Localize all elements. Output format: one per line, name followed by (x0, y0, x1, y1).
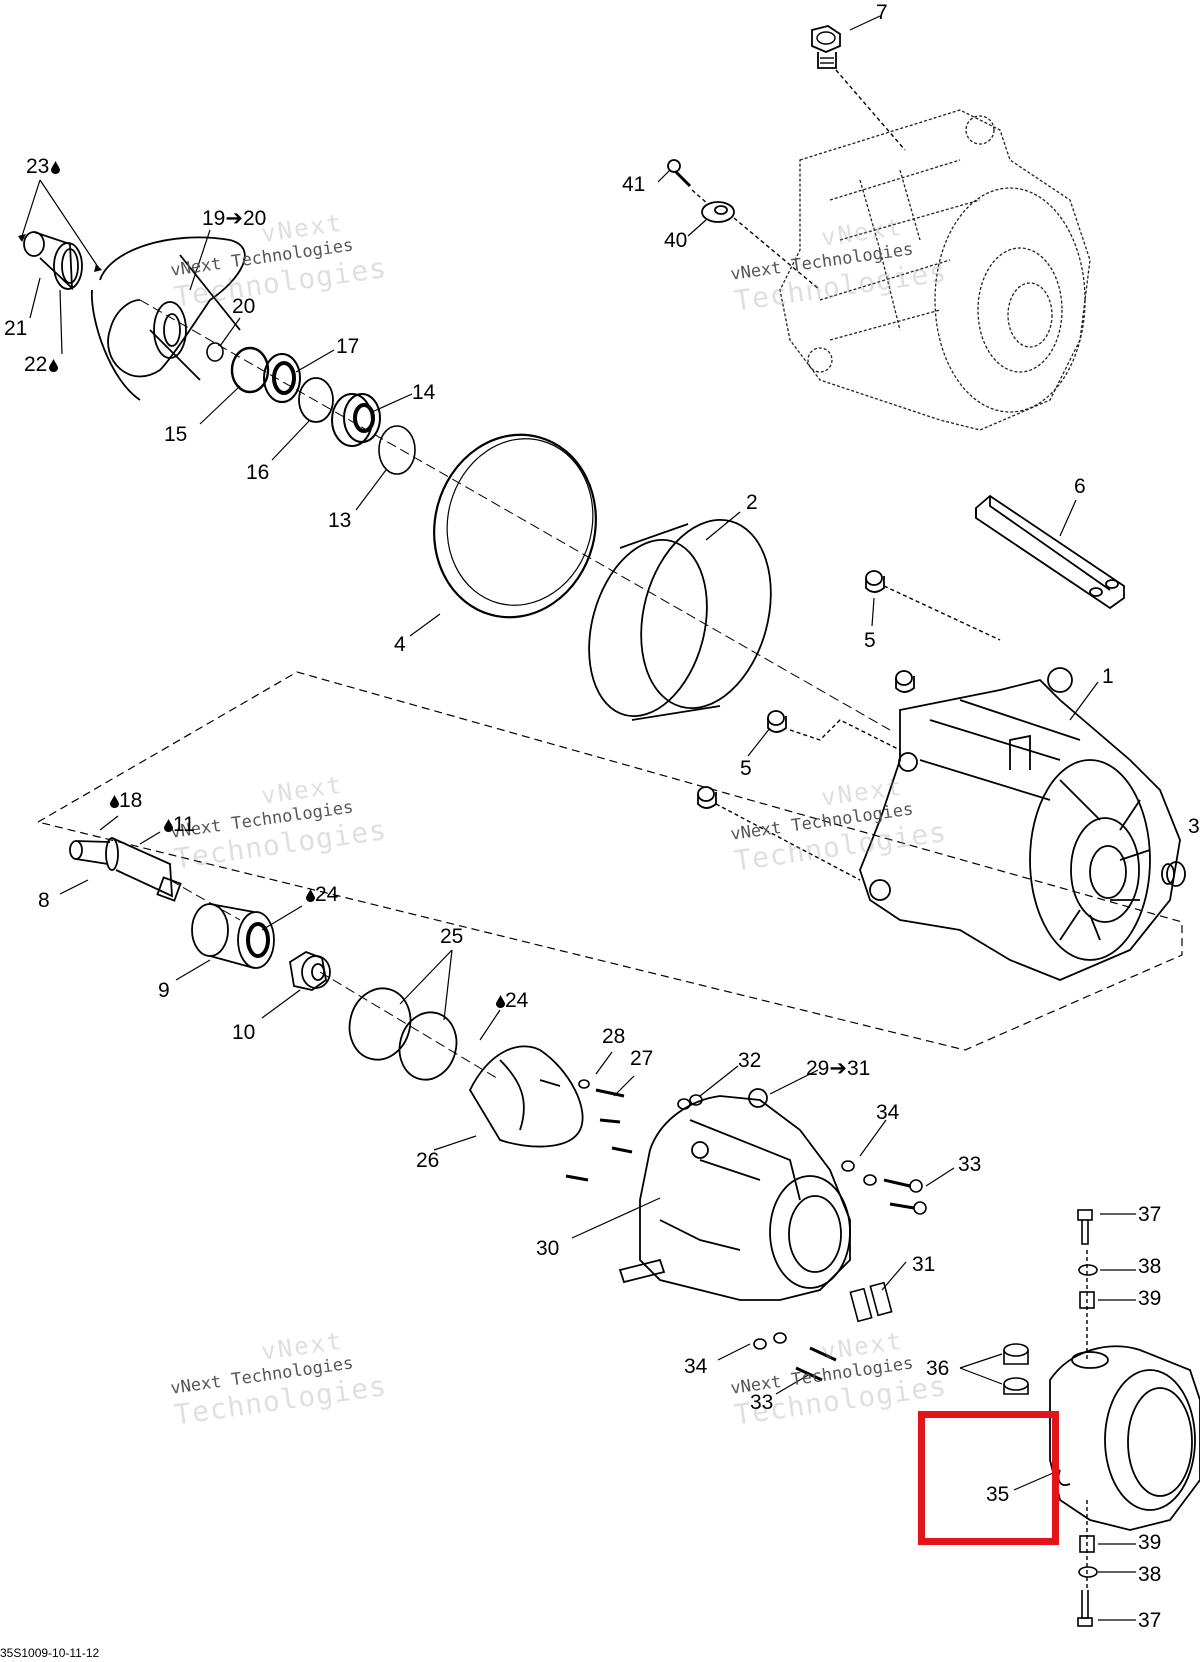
part-20-washer (206, 342, 224, 362)
part-7-plug (811, 25, 841, 69)
part-label-16[interactable]: 16 (246, 461, 270, 484)
part-40-grommet (701, 201, 735, 223)
part-13-o-ring (378, 425, 416, 475)
part-label-39b[interactable]: 39 (1138, 1531, 1162, 1554)
part-label-22[interactable]: 22 (24, 354, 59, 375)
part-label-3[interactable]: 3 (1188, 815, 1200, 838)
part-label-4[interactable]: 4 (394, 633, 406, 656)
part-label-9[interactable]: 9 (158, 979, 170, 1002)
part-14-bearing (331, 393, 381, 447)
part-label-25[interactable]: 25 (440, 925, 464, 948)
part-9-bearing (191, 903, 275, 969)
part-1-pump-housing (859, 667, 1181, 981)
part-label-1[interactable]: 1 (1102, 665, 1114, 688)
part-36-bushings (1003, 1343, 1029, 1395)
part-label-37a[interactable]: 37 (1138, 1203, 1162, 1226)
part-label-28[interactable]: 28 (602, 1025, 626, 1048)
part-5-bushing-d (697, 786, 717, 809)
part-30-venturi (618, 1088, 851, 1301)
part-19-impeller (91, 236, 246, 401)
part-label-35[interactable]: 35 (986, 1483, 1010, 1506)
part-label-2[interactable]: 2 (746, 491, 758, 514)
part-33-34-bolts-upper (841, 1160, 927, 1215)
part-label-15[interactable]: 15 (164, 423, 188, 446)
part-label-18[interactable]: 18 (108, 790, 142, 811)
oil-drop-icon (496, 995, 505, 1008)
part-15-circlip (230, 346, 270, 394)
part-5-bushing-b (895, 670, 915, 693)
part-3-plug (1161, 861, 1186, 887)
part-4-ring (433, 433, 597, 619)
part-label-33b[interactable]: 33 (750, 1391, 774, 1414)
part-label-20[interactable]: 20 (232, 295, 256, 318)
part-label-37b[interactable]: 37 (1138, 1609, 1162, 1632)
part-label-38a[interactable]: 38 (1138, 1255, 1162, 1278)
part-33-34-bolts-lower (753, 1332, 837, 1382)
part-31-pins (849, 1281, 893, 1323)
part-21-impeller-sleeve (23, 231, 83, 291)
part-2-wear-ring (588, 518, 772, 721)
part-17-seal (263, 353, 301, 403)
oil-drop-icon (110, 795, 119, 808)
engine-housing (779, 109, 1091, 431)
part-label-6[interactable]: 6 (1074, 475, 1086, 498)
part-label-24b[interactable]: 24 (494, 990, 528, 1011)
oil-drop-icon (51, 161, 61, 174)
part-27-28-screws (565, 1079, 633, 1182)
part-label-8[interactable]: 8 (38, 889, 50, 912)
part-label-38b[interactable]: 38 (1138, 1563, 1162, 1586)
part-label-36[interactable]: 36 (926, 1357, 950, 1380)
part-5-bushing-a (865, 570, 885, 593)
part-label-21[interactable]: 21 (4, 317, 28, 340)
part-label-5a[interactable]: 5 (864, 629, 876, 652)
part-label-13[interactable]: 13 (328, 509, 352, 532)
oil-drop-icon (164, 819, 173, 832)
leader-lines (21, 15, 1136, 1621)
part-5-bushing-c (767, 710, 787, 733)
highlight-box (918, 1411, 1059, 1545)
part-32-o-rings (677, 1094, 703, 1110)
part-label-29-31[interactable]: 29➔31 (806, 1057, 871, 1080)
part-label-31[interactable]: 31 (912, 1253, 936, 1276)
part-label-30[interactable]: 30 (536, 1237, 560, 1260)
part-label-32[interactable]: 32 (738, 1049, 762, 1072)
part-label-5b[interactable]: 5 (740, 757, 752, 780)
part-label-19-20[interactable]: 19➔20 (202, 207, 267, 230)
part-label-40[interactable]: 40 (664, 229, 688, 252)
part-8-drive-shaft (69, 837, 241, 921)
part-label-10[interactable]: 10 (232, 1021, 256, 1044)
part-label-14[interactable]: 14 (412, 381, 436, 404)
part-label-24a[interactable]: 24 (304, 884, 338, 905)
part-label-17[interactable]: 17 (336, 335, 360, 358)
part-label-23[interactable]: 23 (26, 156, 61, 177)
part-label-34b[interactable]: 34 (684, 1355, 708, 1378)
oil-drop-icon (49, 359, 59, 372)
part-label-11[interactable]: 11 (162, 814, 195, 835)
part-label-34a[interactable]: 34 (876, 1101, 900, 1124)
part-label-7[interactable]: 7 (876, 1, 888, 24)
part-25-o-rings (348, 987, 458, 1081)
part-label-33a[interactable]: 33 (958, 1153, 982, 1176)
part-6-bracket (975, 494, 1125, 610)
part-label-39a[interactable]: 39 (1138, 1287, 1162, 1310)
part-label-41[interactable]: 41 (622, 173, 646, 196)
subassembly-dashed-outline (36, 671, 1183, 1051)
part-26-cone (468, 1045, 584, 1148)
part-label-27[interactable]: 27 (630, 1047, 654, 1070)
oil-drop-icon (306, 889, 315, 902)
part-10-nut (289, 951, 331, 991)
part-41-screw (667, 159, 692, 188)
part-35-nozzle (1049, 1345, 1200, 1531)
part-label-26[interactable]: 26 (416, 1149, 440, 1172)
part-16-o-ring (298, 377, 334, 423)
diagram-code: 35S1009-10-11-12 (0, 1646, 100, 1660)
